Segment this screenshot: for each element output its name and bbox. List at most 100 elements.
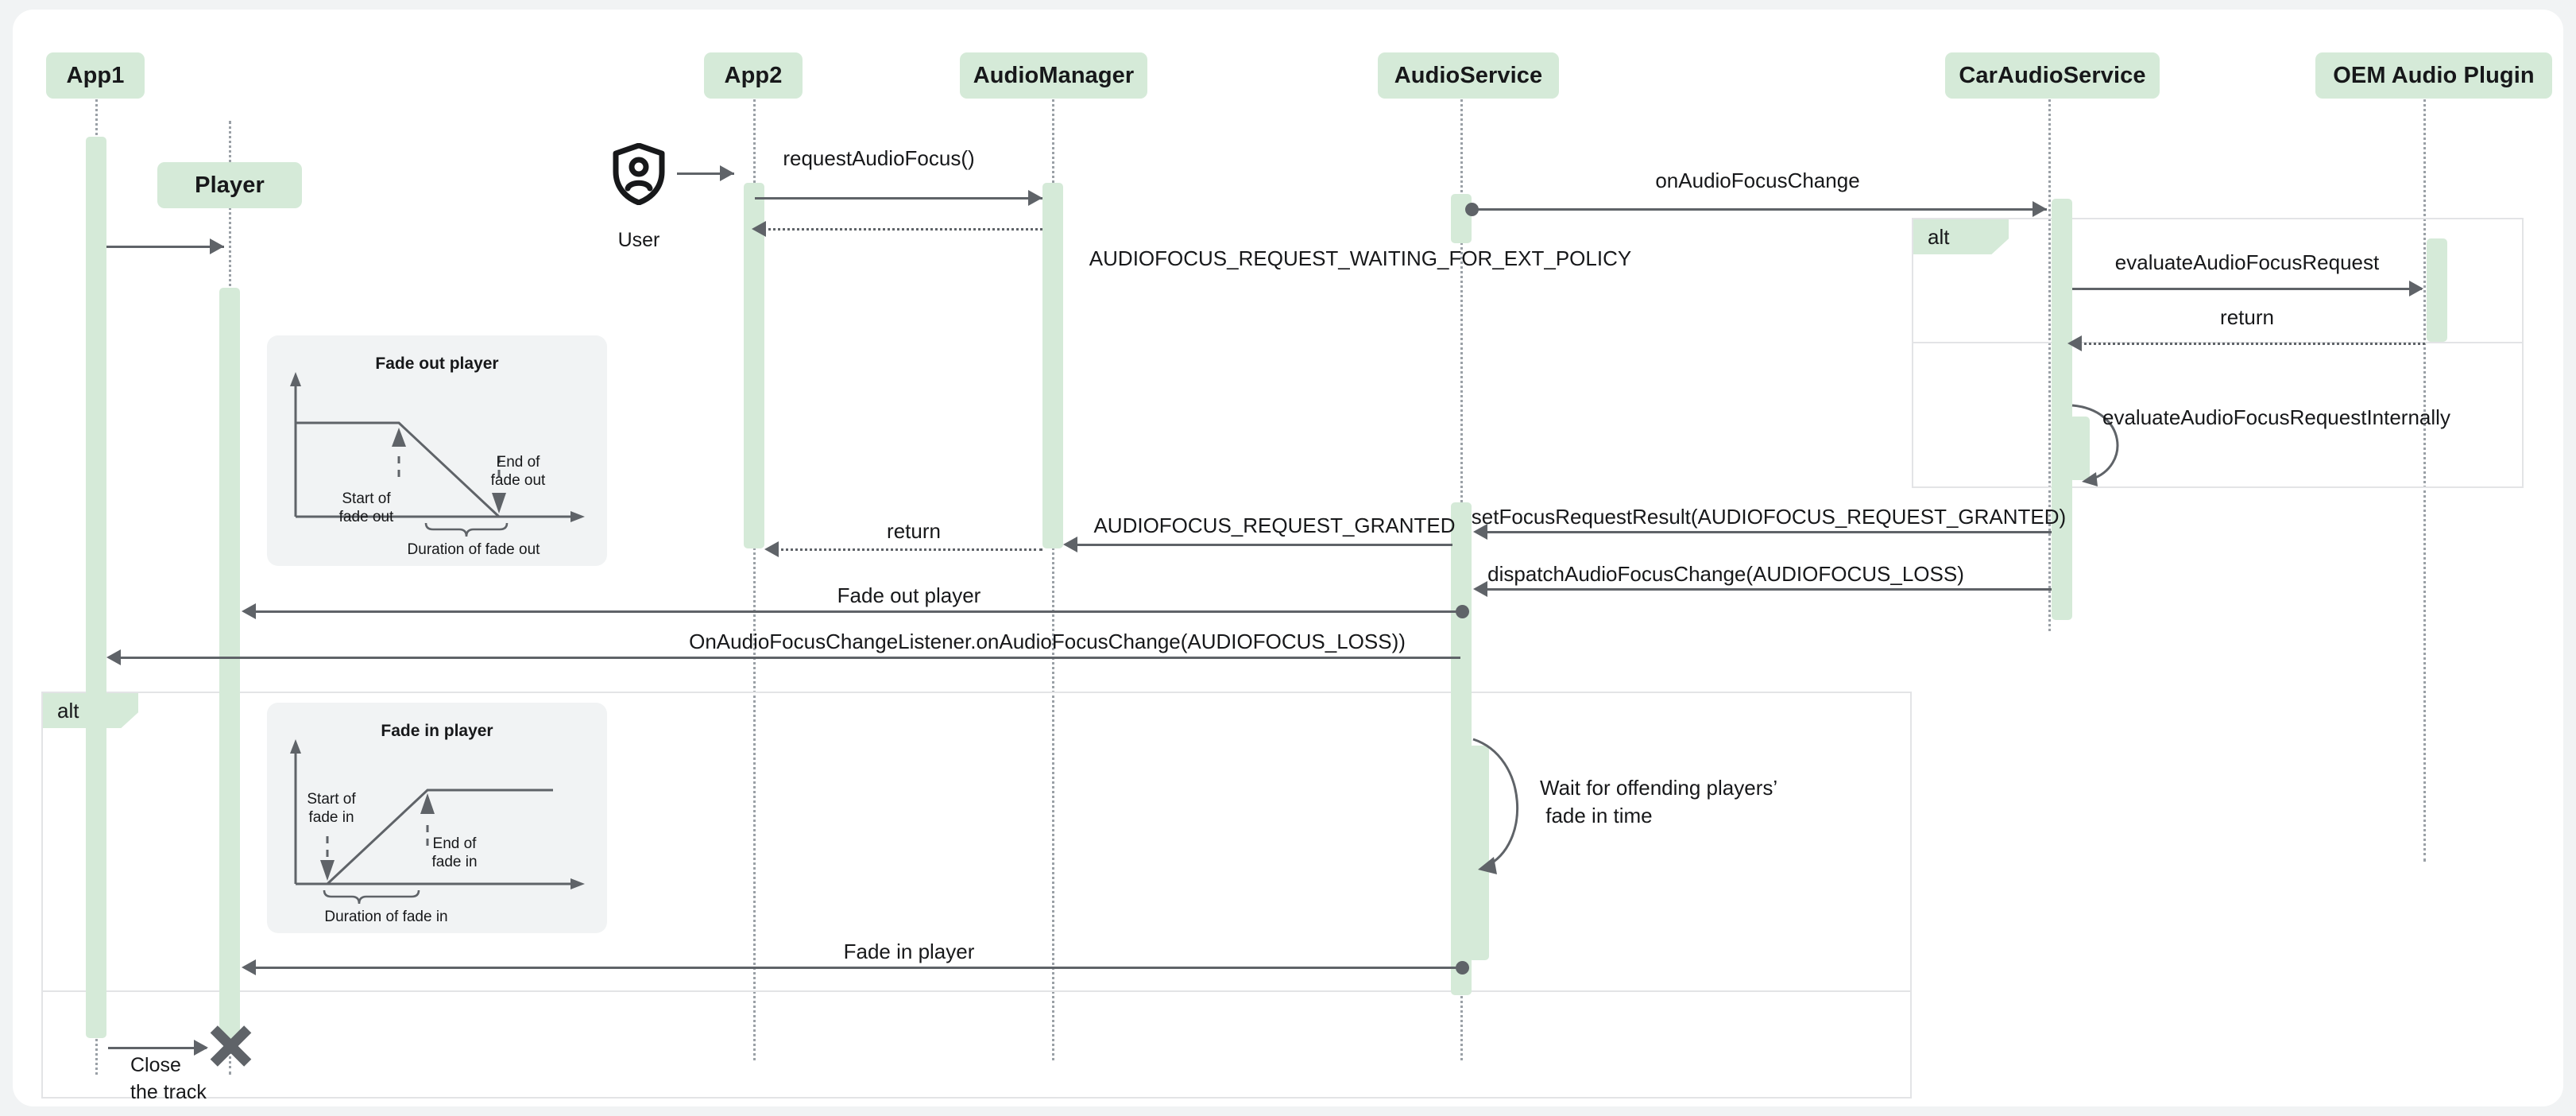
- message-label-onAudioFocusChange: onAudioFocusChange: [1655, 169, 1860, 192]
- alt-fragment-oem: [1912, 218, 2524, 488]
- activation-audiomanager: [1042, 183, 1063, 548]
- participant-label: App1: [66, 62, 125, 88]
- note-label-end-fade-out: End of fade out: [490, 454, 546, 490]
- message-label-AUDIOFOCUS_REQUEST_GRANTED: AUDIOFOCUS_REQUEST_GRANTED: [1093, 513, 1456, 537]
- arrow-AUDIOFOCUS_REQUEST_WAITING_FOR_EXT_POLICY: [752, 221, 766, 237]
- activation-player: [219, 288, 240, 1043]
- message-label-wait-fade-in: Wait for offending players’ fade in time: [1540, 776, 1778, 828]
- message-line-requestAudioFocus-actor: [677, 172, 734, 175]
- message-label-AUDIOFOCUS_REQUEST_WAITING_FOR_EXT_POLICY: AUDIOFOCUS_REQUEST_WAITING_FOR_EXT_POLIC…: [1089, 246, 1632, 270]
- activation-audioservice-1: [1451, 194, 1472, 243]
- lifeline-app2: [753, 75, 756, 1060]
- note-label-end-fade-in: End of fade in: [431, 835, 478, 871]
- note-fade-in-player: Fade in player Start of fade in End of f…: [267, 703, 607, 933]
- arrow-requestAudioFocus-actor: [720, 165, 734, 181]
- arrow-AUDIOFOCUS_REQUEST_GRANTED: [1063, 537, 1077, 552]
- message-label-fade-out-player: Fade out player: [837, 583, 981, 607]
- participant-audioservice[interactable]: AudioService: [1378, 52, 1559, 99]
- message-line-m4b: [763, 228, 1042, 231]
- arrow-requestAudioFocus: [1028, 190, 1042, 206]
- message-label-close-the-track: Close the track: [130, 1054, 207, 1103]
- message-label-return-app2: return: [887, 519, 941, 543]
- arrow-return-app2: [764, 541, 779, 557]
- message-line-app1-player: [106, 246, 224, 248]
- participant-label: AudioManager: [973, 62, 1135, 88]
- note-label-start-fade-in: Start of fade in: [307, 791, 356, 827]
- activation-audioservice-2: [1451, 502, 1472, 995]
- fade-out-chart: [290, 372, 585, 537]
- participant-label: AudioService: [1394, 62, 1543, 88]
- arrow-return-oem: [2067, 335, 2082, 351]
- alt-tag-text: alt: [57, 698, 79, 723]
- message-line-fade-out-player: [249, 610, 1462, 613]
- note-title-fade-in: Fade in player: [381, 722, 493, 740]
- note-label-duration-fade-in: Duration of fade in: [324, 909, 448, 925]
- participant-audiomanager[interactable]: AudioManager: [960, 52, 1147, 99]
- message-line-fade-in-player: [249, 967, 1462, 969]
- activation-app2: [744, 183, 764, 548]
- message-line-requestAudioFocus: [755, 197, 1042, 200]
- message-line-onAudioFocusChangeListener: [116, 657, 1460, 659]
- message-line-return-oem: [2079, 343, 2425, 345]
- participant-oemplugin[interactable]: OEM Audio Plugin: [2315, 52, 2552, 99]
- message-line-dispatchAudioFocusChange: [1484, 588, 2052, 591]
- lifeline-oemplugin: [2423, 75, 2426, 862]
- participant-label: App2: [724, 62, 783, 88]
- activation-caraudioservice-self: [2069, 417, 2090, 480]
- message-line-return-app2: [776, 548, 1042, 551]
- arrow-fade-out-player: [242, 603, 256, 619]
- actor-label-user: User: [591, 229, 687, 252]
- participant-app2[interactable]: App2: [704, 52, 803, 99]
- fade-in-chart: [290, 739, 585, 905]
- lifeline-caraudioservice: [2048, 75, 2051, 631]
- self-message-arc-wait-fade-in: [1472, 738, 1519, 874]
- message-label-onAudioFocusChangeListener: OnAudioFocusChangeListener.onAudioFocusC…: [689, 630, 1406, 653]
- message-line-evaluateAudioFocusRequest: [2072, 288, 2422, 290]
- activation-oemplugin: [2427, 238, 2447, 342]
- diagram-canvas: alt alt App1 Player App2 AudioManager Au…: [13, 10, 2563, 1106]
- x-destroy-icon: [208, 1024, 253, 1068]
- message-label-fade-in-player: Fade in player: [843, 940, 975, 963]
- message-label-dispatchAudioFocusChange: dispatchAudioFocusChange(AUDIOFOCUS_LOSS…: [1487, 562, 1964, 586]
- message-line-onAudioFocusChange: [1472, 208, 2047, 211]
- activation-caraudioservice: [2052, 199, 2072, 620]
- alt-divider-app1: [41, 990, 1912, 992]
- shield-user-icon: [613, 143, 665, 205]
- message-label-return-oem: return: [2220, 305, 2274, 329]
- message-line-close-the-track: [108, 1047, 207, 1049]
- arrow-close-the-track: [194, 1040, 208, 1056]
- message-origin-dot-fade-out: [1456, 605, 1469, 618]
- arrow-setFocusRequestResult: [1473, 524, 1487, 540]
- note-label-start-fade-out: Start of fade out: [338, 490, 394, 526]
- message-label-evaluateAudioFocusRequestInternally: evaluateAudioFocusRequestInternally: [2102, 405, 2450, 429]
- lifeline-audiomanager: [1052, 75, 1054, 1060]
- arrow-evaluateAudioFocusRequest: [2409, 281, 2423, 296]
- note-title-fade-out: Fade out player: [375, 355, 499, 373]
- message-label-requestAudioFocus: requestAudioFocus(): [783, 146, 975, 170]
- alt-tag-text: alt: [1928, 224, 1950, 249]
- arrow-dispatchAudioFocusChange: [1473, 581, 1487, 597]
- note-fade-out-player: Fade out player Start of fade out End of…: [267, 335, 607, 566]
- arrow-onAudioFocusChangeListener: [106, 649, 121, 665]
- participant-caraudioservice[interactable]: CarAudioService: [1945, 52, 2160, 99]
- self-message-arc-evaluateAudioFocusRequestInternally: [2071, 404, 2119, 486]
- message-label-setFocusRequestResult: setFocusRequestResult(AUDIOFOCUS_REQUEST…: [1471, 505, 2067, 529]
- user-text: User: [617, 229, 660, 251]
- activation-app1: [86, 137, 106, 1038]
- participant-label: OEM Audio Plugin: [2333, 62, 2535, 88]
- participant-label: Player: [195, 172, 265, 198]
- arrow-app1-player: [210, 238, 224, 254]
- message-line-setFocusRequestResult: [1484, 531, 2052, 533]
- arrow-onAudioFocusChange: [2033, 201, 2047, 217]
- message-label-evaluateAudioFocusRequest: evaluateAudioFocusRequest: [2114, 250, 2380, 274]
- message-line-AUDIOFOCUS_REQUEST_GRANTED: [1074, 544, 1452, 546]
- message-origin-dot-fade-in: [1456, 961, 1469, 975]
- participant-label: CarAudioService: [1959, 62, 2146, 88]
- arrow-fade-in-player: [242, 959, 256, 975]
- participant-app1[interactable]: App1: [46, 52, 145, 99]
- participant-player[interactable]: Player: [157, 162, 302, 208]
- note-label-duration-fade-out: Duration of fade out: [407, 541, 540, 558]
- activation-audioservice-3: [1468, 746, 1489, 960]
- alt-label-oem: alt: [1913, 219, 2009, 254]
